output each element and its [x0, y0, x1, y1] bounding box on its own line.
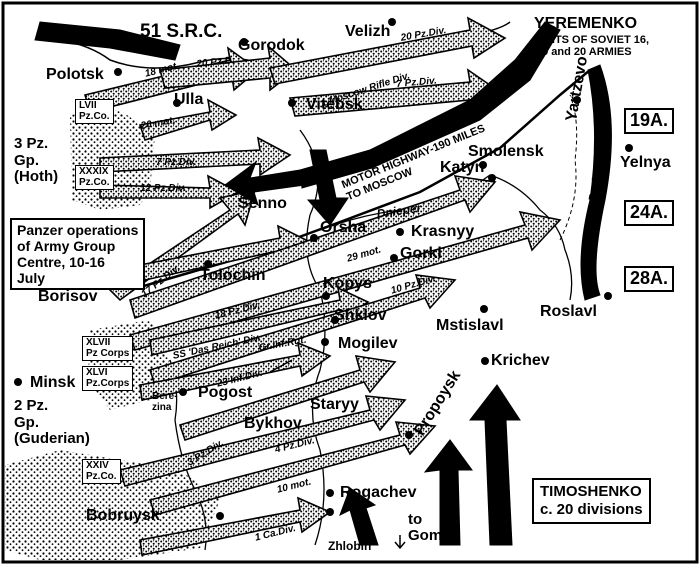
- label-timoshenko: TIMOSHENKO c. 20 divisions: [540, 483, 643, 518]
- label-yeremenko: YEREMENKO: [534, 15, 638, 32]
- label-to-gomel: to Gomel: [408, 511, 455, 544]
- label-kopys: Kopys: [323, 275, 372, 292]
- label-borisov: Borisov: [38, 288, 98, 305]
- dot-smolensk: [488, 174, 496, 182]
- box-19a: 19A.: [624, 108, 675, 134]
- arrow-29mot: [129, 175, 497, 320]
- dot-bobruysk: [216, 512, 224, 520]
- label-mogilev: Mogilev: [338, 335, 398, 352]
- label-roslavl: Roslavl: [540, 303, 597, 320]
- arrow-ssreich: [139, 341, 332, 401]
- label-ulla: Ulla: [174, 91, 204, 108]
- dot-ulla: [173, 99, 181, 107]
- label-polotsk: Polotsk: [46, 66, 104, 83]
- arrow-3pz: [118, 395, 407, 487]
- dot-rogachev: [326, 489, 334, 497]
- arrow-7pzdiv: [99, 136, 292, 177]
- label-yeremenko-desc: UNITS OF SOVIET 16, 19 and 20 ARMIES: [536, 34, 650, 59]
- panel-title: Panzer operations of Army Group Centre, …: [10, 218, 146, 291]
- dot-katyn: [479, 161, 487, 169]
- label-velizh: Velizh: [345, 23, 391, 40]
- title-text: Panzer operations of Army Group Centre, …: [17, 222, 139, 287]
- label-minsk: Minsk: [30, 374, 76, 391]
- label-pogost: Pogost: [198, 384, 253, 401]
- label-berezina: Bere- zina: [152, 391, 178, 413]
- dot-pogost: [179, 388, 187, 396]
- label-2-pz-gp: 2 Pz. Gp. (Guderian): [14, 397, 90, 447]
- label-vitebsk: Vitebsk: [306, 96, 363, 113]
- arrow-4pz: [148, 421, 437, 516]
- box-xlvi: XLVI Pz.Corps: [82, 366, 134, 391]
- dot-roslavl: [604, 292, 612, 300]
- label-gorodok: Gorodok: [238, 37, 305, 54]
- box-xlvii: XLVII Pz Corps: [82, 336, 134, 361]
- soviet-arrow-senno: [224, 160, 306, 207]
- box-24a: 24A.: [624, 200, 675, 226]
- arrow-23inf: [178, 355, 397, 442]
- arrow-20mot: [138, 98, 238, 141]
- label-katyn: Katyn: [440, 159, 485, 176]
- label-smolensk: Smolensk: [468, 143, 544, 160]
- label-senno: Senno: [238, 195, 287, 212]
- box-xxiv: XXIV Pz.Co.: [82, 459, 121, 484]
- arrow-20pzdiv: [268, 16, 507, 85]
- dot-yartzevo: [573, 96, 581, 104]
- label-mstislavl: Mstislavl: [436, 317, 504, 334]
- box-28a: 28A.: [624, 266, 675, 292]
- dot-minsk: [14, 378, 22, 386]
- soviet-arrow-51src: [34, 21, 181, 61]
- soviet-arrow-krichev: [468, 384, 521, 546]
- soviet-front-line: [580, 64, 612, 301]
- dot-polotsk: [114, 68, 122, 76]
- label-staryy: Staryy: [310, 396, 359, 413]
- label-51-src: 51 S.R.C.: [140, 21, 223, 42]
- dot-kopys: [322, 292, 330, 300]
- dot-shklov: [331, 316, 339, 324]
- label-3-pz-gp: 3 Pz. Gp. (Hoth): [14, 135, 59, 185]
- label-bobruysk: Bobruysk: [86, 507, 160, 524]
- dot-velizh: [388, 18, 396, 26]
- river-dnieper-east: [319, 174, 573, 301]
- dot-tolochin: [204, 260, 212, 268]
- box-xxxix: XXXIX Pz.Co.: [75, 165, 114, 190]
- arrow-to-gomel: [394, 535, 406, 550]
- dot-gorki: [390, 254, 398, 262]
- dot-krasnyy: [396, 228, 404, 236]
- label-rogachev: Rogachev: [340, 484, 417, 501]
- dot-yelnya: [625, 144, 633, 152]
- label-dvina: Dvina: [60, 31, 93, 45]
- soviet-arrow-orsha: [306, 149, 349, 226]
- label-gorki: Gorki: [400, 245, 442, 262]
- stipple-area-south: [5, 450, 220, 560]
- box-lvii: LVII Pz.Co.: [75, 99, 114, 124]
- label-yelnya: Yelnya: [620, 154, 671, 171]
- label-krichev: Krichev: [491, 352, 550, 369]
- label-bykhov: Bykhov: [244, 415, 302, 432]
- dot-gorodok: [240, 38, 248, 46]
- label-krasnyy: Krasnyy: [411, 223, 475, 240]
- soviet-arrow-propoysk: [423, 439, 473, 546]
- dot-zhlobin: [326, 508, 334, 516]
- dot-orsha: [310, 234, 318, 242]
- soviet-arrow-rogachev: [339, 487, 379, 546]
- dot-mogilev: [321, 338, 329, 346]
- label-7pz-div: 7 Pz.Div.: [156, 157, 197, 168]
- label-zhlobin: Zhlobin: [328, 539, 372, 553]
- dot-senno: [241, 185, 249, 193]
- dot-mstislavl: [480, 305, 488, 313]
- road-pochinok: [559, 94, 578, 241]
- label-tolochin: Tolochin: [200, 267, 266, 284]
- label-orsha: Orsha: [320, 219, 367, 236]
- arrow-1cav: [139, 496, 332, 556]
- label-shklov: Shklov: [334, 307, 387, 324]
- label-12pz: 12 Pz.Div.: [140, 183, 187, 194]
- dot-propoysk: [405, 431, 413, 439]
- arrow-grinf: [269, 359, 293, 373]
- dot-krichev: [481, 357, 489, 365]
- arrow-10pz: [148, 274, 457, 387]
- dot-vitebsk: [288, 99, 296, 107]
- panel-timoshenko: TIMOSHENKO c. 20 divisions: [532, 478, 651, 524]
